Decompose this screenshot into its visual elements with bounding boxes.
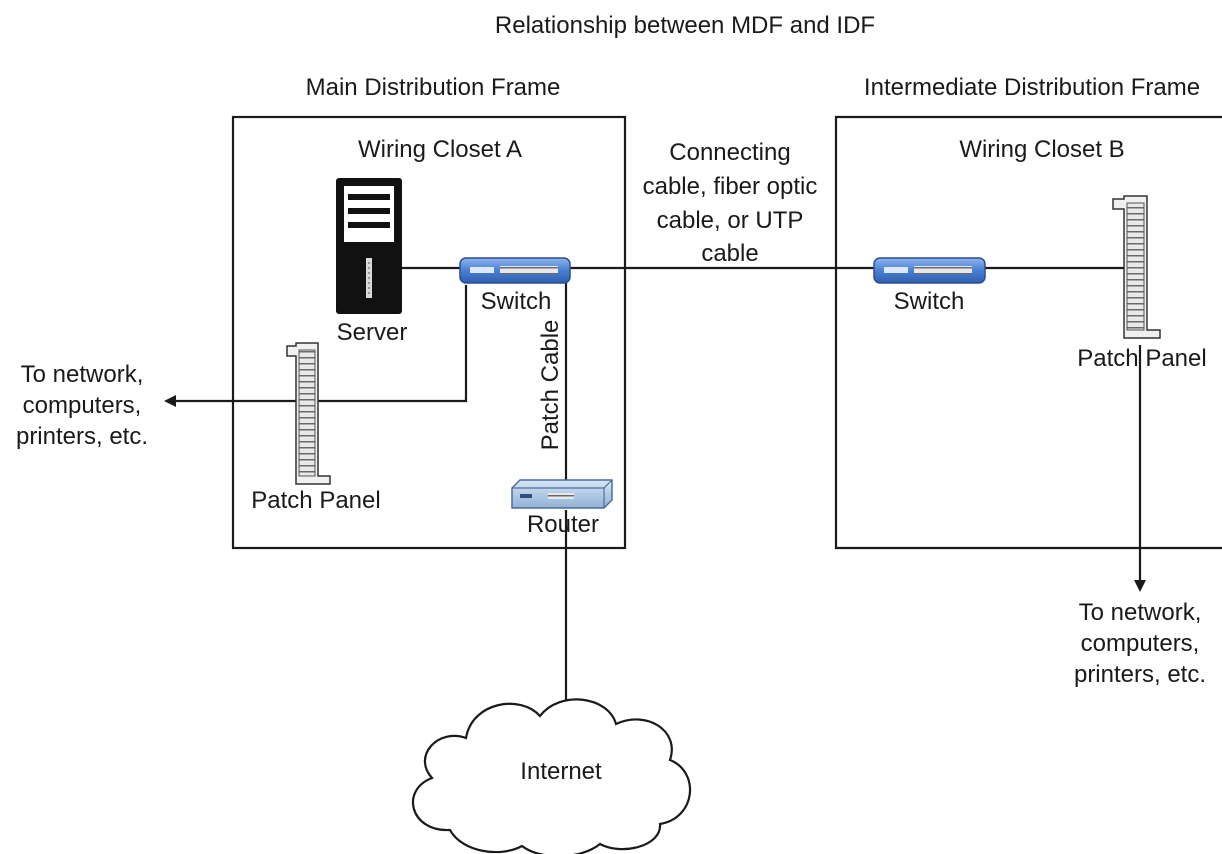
router-label: Router	[527, 511, 599, 538]
connecting-cable-line-2: cable, fiber optic	[643, 173, 818, 200]
wiring-closet-a-label: Wiring Closet A	[358, 136, 522, 163]
mdf-switch-icon	[459, 257, 571, 284]
connecting-cable-line-1: Connecting	[669, 139, 790, 166]
wiring-closet-b-box	[834, 115, 1222, 550]
mdf-switch-label: Switch	[481, 288, 552, 315]
left-endpoint-line-1: To network,	[21, 361, 144, 388]
server-label: Server	[337, 319, 408, 346]
server-icon	[336, 178, 402, 314]
mdf-patch-panel-icon	[286, 342, 331, 485]
internet-cloud-icon	[412, 698, 692, 854]
patch-cable-label: Patch Cable	[537, 320, 564, 451]
idf-patch-panel-icon	[1112, 195, 1161, 339]
right-endpoint-line-2: computers,	[1081, 630, 1200, 657]
left-endpoint-line-3: printers, etc.	[16, 423, 148, 450]
wiring-closet-a-box	[231, 115, 627, 550]
mdf-frame-label: Main Distribution Frame	[306, 74, 561, 101]
connecting-cable-line-3: cable, or UTP	[657, 207, 804, 234]
internet-label: Internet	[520, 758, 602, 785]
idf-switch-icon	[873, 257, 986, 284]
right-endpoint-line-1: To network,	[1079, 599, 1202, 626]
idf-patch-panel-label: Patch Panel	[1077, 345, 1206, 372]
left-endpoint-line-2: computers,	[23, 392, 142, 419]
connecting-cable-line-4: cable	[701, 240, 758, 267]
right-endpoint-line-3: printers, etc.	[1074, 661, 1206, 688]
wiring-closet-b-label: Wiring Closet B	[959, 136, 1124, 163]
diagram-title: Relationship between MDF and IDF	[495, 12, 875, 39]
mdf-patch-panel-label: Patch Panel	[251, 487, 380, 514]
router-icon	[511, 479, 613, 509]
idf-frame-label: Intermediate Distribution Frame	[864, 74, 1200, 101]
idf-switch-label: Switch	[894, 288, 965, 315]
switch-patch-panel-link	[318, 285, 468, 403]
